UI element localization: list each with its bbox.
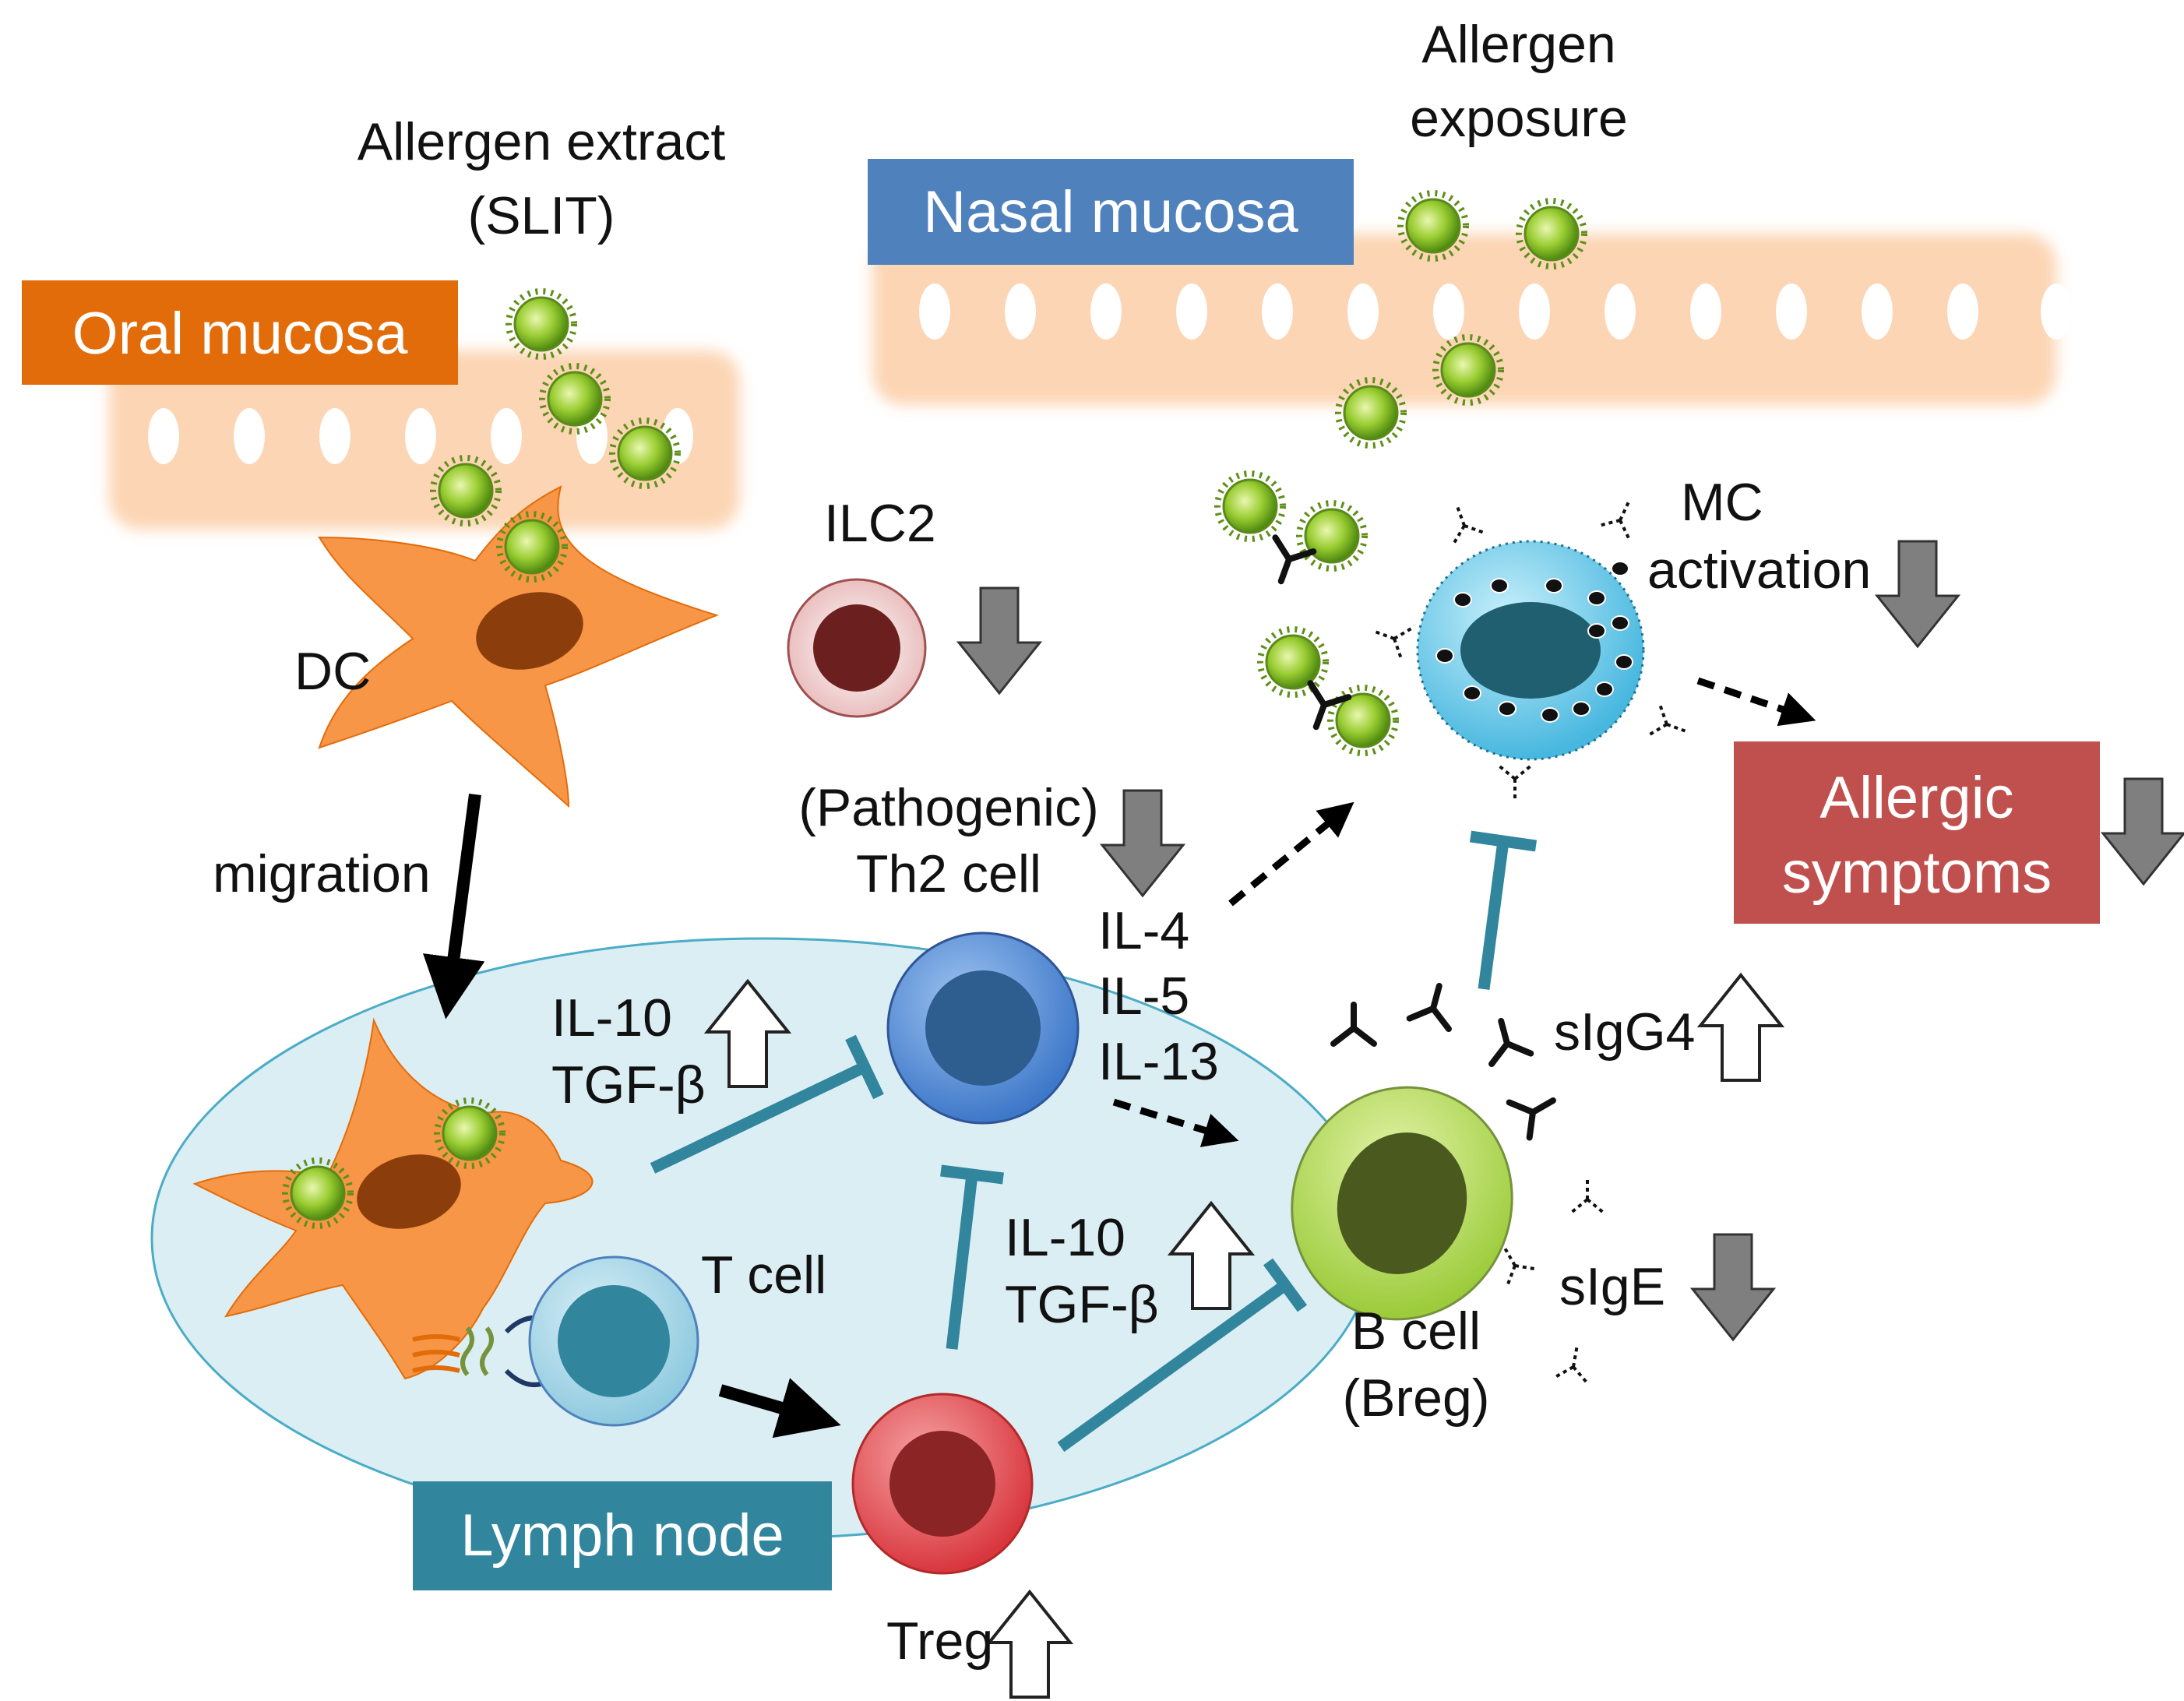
allergen-exposure-label-line1: Allergen bbox=[1421, 15, 1616, 74]
migration-arrow bbox=[422, 793, 485, 1020]
b-cell-label-line2: (Breg) bbox=[1343, 1368, 1490, 1428]
ilc2-cell bbox=[787, 578, 927, 718]
nasal-mucosa-label-box: Nasal mucosa bbox=[868, 159, 1354, 265]
oral-mucosa-label: Oral mucosa bbox=[72, 301, 409, 367]
nasal-mucosa-epithelium bbox=[872, 234, 2072, 405]
th2-label-line2: Th2 cell bbox=[856, 844, 1041, 903]
t-cell bbox=[504, 1256, 699, 1427]
ilc2-label: ILC2 bbox=[824, 494, 936, 553]
treg-cell bbox=[851, 1393, 1034, 1575]
mc-to-symptoms-dashed-arrow bbox=[1696, 677, 1816, 727]
treg-increase-arrow bbox=[988, 1590, 1072, 1699]
migration-label: migration bbox=[213, 844, 431, 903]
sige-decrease-arrow bbox=[1691, 1233, 1775, 1341]
t-cell-label: T cell bbox=[701, 1245, 826, 1305]
allergen-extract-label-line2: (SLIT) bbox=[468, 186, 615, 245]
treg-label: Treg bbox=[886, 1611, 993, 1671]
il5-label: IL-5 bbox=[1098, 967, 1189, 1026]
il13-label: IL-13 bbox=[1098, 1032, 1219, 1091]
mc-label-line1: MC bbox=[1681, 473, 1763, 532]
il10-mid-label: IL-10 bbox=[1005, 1208, 1125, 1267]
th2-to-bcell-dashed-arrow bbox=[1112, 1098, 1239, 1147]
allergic-symptoms-box: Allergic symptoms bbox=[1734, 741, 2100, 924]
th2-to-mc-dashed-arrow bbox=[1228, 801, 1354, 907]
allergen-exposure-label-line2: exposure bbox=[1410, 89, 1628, 148]
nasal-mucosa-label: Nasal mucosa bbox=[923, 179, 1298, 245]
th2-decrease-arrow bbox=[1101, 789, 1185, 897]
sigg4-label: sIgG4 bbox=[1554, 1002, 1695, 1062]
mc-label-line2: activation bbox=[1647, 541, 1871, 600]
il10-top-label: IL-10 bbox=[551, 988, 672, 1048]
tgfb-mid-label: TGF-β bbox=[1005, 1275, 1159, 1334]
dendritic-cell-lymph-node bbox=[192, 1017, 594, 1380]
allergen-extract-label-line1: Allergen extract bbox=[358, 112, 726, 171]
mast-cell bbox=[1368, 493, 1693, 801]
th2-cell bbox=[886, 932, 1080, 1125]
allergic-symptoms-label-line1: Allergic bbox=[1819, 765, 2013, 831]
allergic-decrease-arrow bbox=[2101, 777, 2184, 886]
ilc2-decrease-arrow bbox=[957, 586, 1041, 695]
b-cell-label-line1: B cell bbox=[1351, 1301, 1481, 1361]
th2-label-line1: (Pathogenic) bbox=[798, 778, 1099, 837]
il4-label: IL-4 bbox=[1098, 901, 1189, 960]
allergic-symptoms-label-line2: symptoms bbox=[1782, 840, 2052, 906]
dc-label: DC bbox=[294, 642, 371, 701]
tcell-to-treg-arrow bbox=[718, 1378, 841, 1439]
mc-decrease-arrow bbox=[1876, 540, 1960, 648]
lymph-node-label-box: Lymph node bbox=[413, 1481, 832, 1590]
sigg4-increase-arrow bbox=[1699, 974, 1783, 1082]
sige-label: sIgE bbox=[1559, 1257, 1665, 1316]
inhibition-lines bbox=[650, 830, 1538, 1453]
dendritic-cell-top bbox=[318, 485, 719, 808]
oral-mucosa-label-box: Oral mucosa bbox=[22, 280, 458, 385]
tgfb-top-label: TGF-β bbox=[551, 1055, 706, 1115]
b-cell bbox=[1291, 1086, 1513, 1321]
lymph-node-label: Lymph node bbox=[460, 1502, 784, 1569]
